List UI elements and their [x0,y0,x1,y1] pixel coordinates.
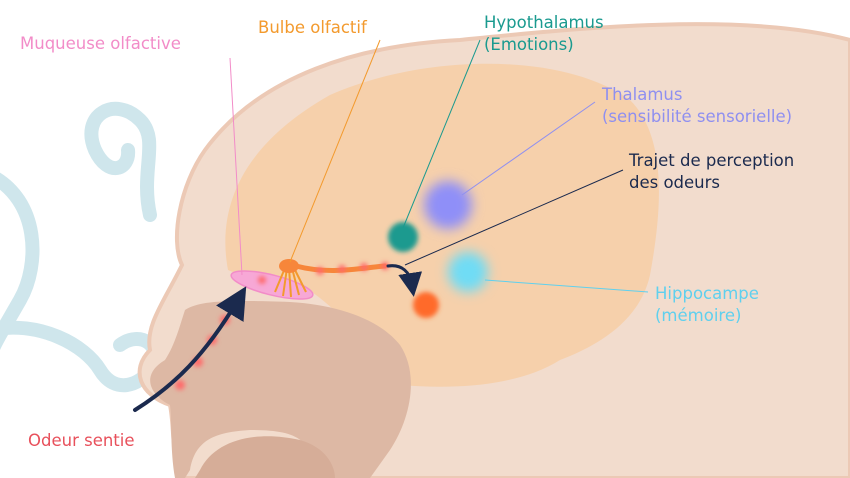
label-thalamus-line2: (sensibilité sensorielle) [602,107,793,126]
hippocampe-spot [448,252,488,292]
label-trajet-line1: Trajet de perception [629,151,795,170]
label-odeur-sentie: Odeur sentie [28,431,135,450]
label-hypothalamus: Hypothalamus (Emotions) [484,12,604,56]
leader-muqueuse [229,57,243,276]
thalamus-spot [424,181,472,229]
label-bulbe-olfactif: Bulbe olfactif [258,18,367,37]
label-trajet-perception: Trajet de perception des odeurs [629,150,794,194]
olfactory-mucosa [230,270,314,300]
label-muqueuse-olfactive: Muqueuse olfactive [20,34,181,53]
label-thalamus-line1: Thalamus [602,85,683,104]
leader-bulbe [289,39,381,263]
olfactory-bulb-head [279,259,299,273]
hypothalamus-spot [388,222,418,252]
label-hippocampe-line2: (mémoire) [655,306,742,325]
label-hypothalamus-line2: (Emotions) [484,35,574,54]
leader-hypothalamus [402,39,481,229]
tongue [195,436,335,478]
label-hippocampe-line1: Hippocampe [655,284,759,303]
leader-thalamus [461,101,596,196]
leader-trajet [404,169,624,266]
leader-hippocampe [484,279,649,293]
odor-arrow [133,286,247,412]
label-trajet-line2: des odeurs [629,173,721,192]
air-swirl-decoration [0,101,162,393]
label-thalamus: Thalamus (sensibilité sensorielle) [602,84,792,128]
label-hypothalamus-line1: Hypothalamus [484,13,604,32]
nasal-cavity [150,300,411,478]
amygdale-spot [413,292,439,318]
pathway-arrow [386,264,423,297]
label-hippocampe: Hippocampe (mémoire) [655,283,759,327]
